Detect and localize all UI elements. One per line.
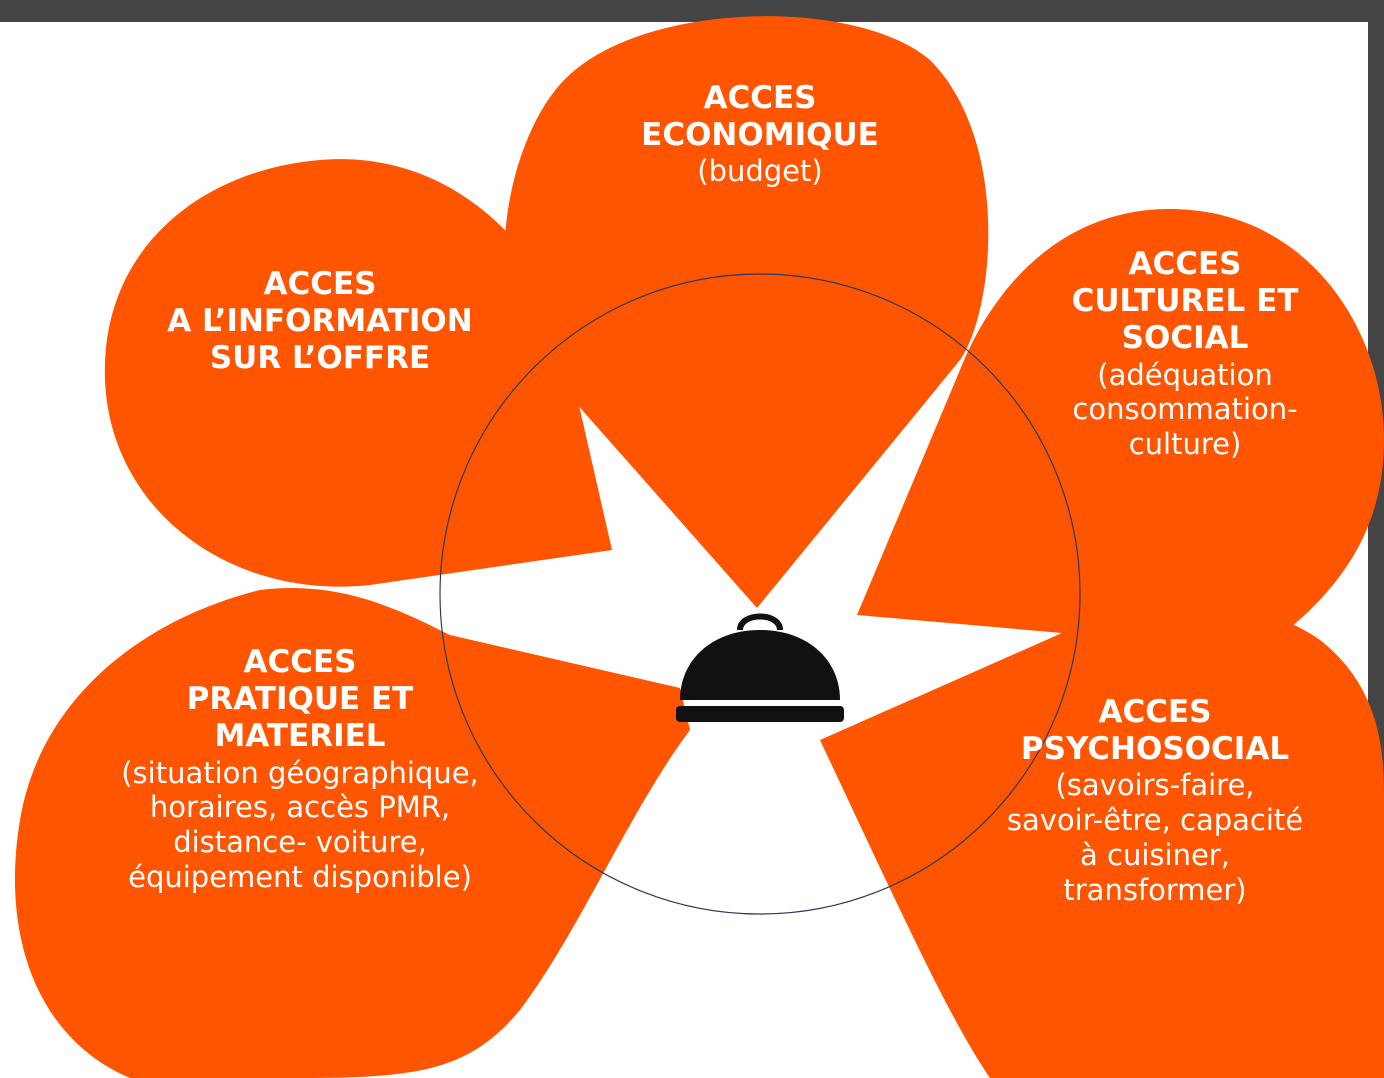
title-line: ACCES [243, 644, 357, 680]
cloche-icon [676, 613, 844, 722]
title-line: SOCIAL [1121, 320, 1249, 357]
desc-line: (situation géographique, [121, 755, 479, 790]
desc-line: distance- voiture, [173, 825, 427, 860]
petal-culturel [857, 209, 1384, 640]
desc-line: (budget) [697, 154, 823, 189]
title-line: ACCES [703, 80, 817, 116]
title-line: SUR L’OFFRE [209, 340, 431, 377]
label-information: ACCES A L’INFORMATION SUR L’OFFRE [130, 266, 510, 378]
petal-information [104, 159, 613, 587]
desc-line: (adéquation [1097, 357, 1273, 392]
label-economique: ACCES ECONOMIQUE (budget) [600, 80, 920, 189]
top-frame-bar [0, 0, 1384, 22]
title-line: ACCES [1098, 694, 1212, 730]
title-line: MATERIEL [214, 718, 386, 755]
title-line: CULTUREL ET [1071, 283, 1299, 320]
label-psychosocial: ACCES PSYCHOSOCIAL (savoirs-faire, savoi… [985, 694, 1325, 908]
desc-line: à cuisiner, [1080, 837, 1230, 872]
desc-line: horaires, accès PMR, [149, 790, 451, 825]
label-culturel: ACCES CULTUREL ET SOCIAL (adéquation con… [1040, 246, 1330, 462]
title-line: ECONOMIQUE [641, 117, 879, 154]
desc-line: (savoirs-faire, [1055, 768, 1255, 803]
title-line: ACCES [1128, 246, 1242, 282]
desc-line: transformer) [1063, 872, 1247, 907]
desc-line: consommation- [1072, 392, 1298, 427]
petal-psychosocial [820, 605, 1384, 1078]
title-line: A L’INFORMATION [167, 303, 473, 340]
desc-line: équipement disponible) [128, 859, 472, 894]
desc-line: savoir-être, capacité [1006, 803, 1304, 838]
title-line: PRATIQUE ET [186, 681, 414, 718]
center-ring [439, 273, 1081, 915]
title-line: ACCES [263, 266, 377, 302]
label-pratique: ACCES PRATIQUE ET MATERIEL (situation gé… [70, 644, 530, 895]
desc-line: culture) [1128, 427, 1242, 462]
title-line: PSYCHOSOCIAL [1020, 731, 1290, 768]
petal-economique [504, 16, 989, 609]
petal-pratique [14, 588, 691, 1078]
